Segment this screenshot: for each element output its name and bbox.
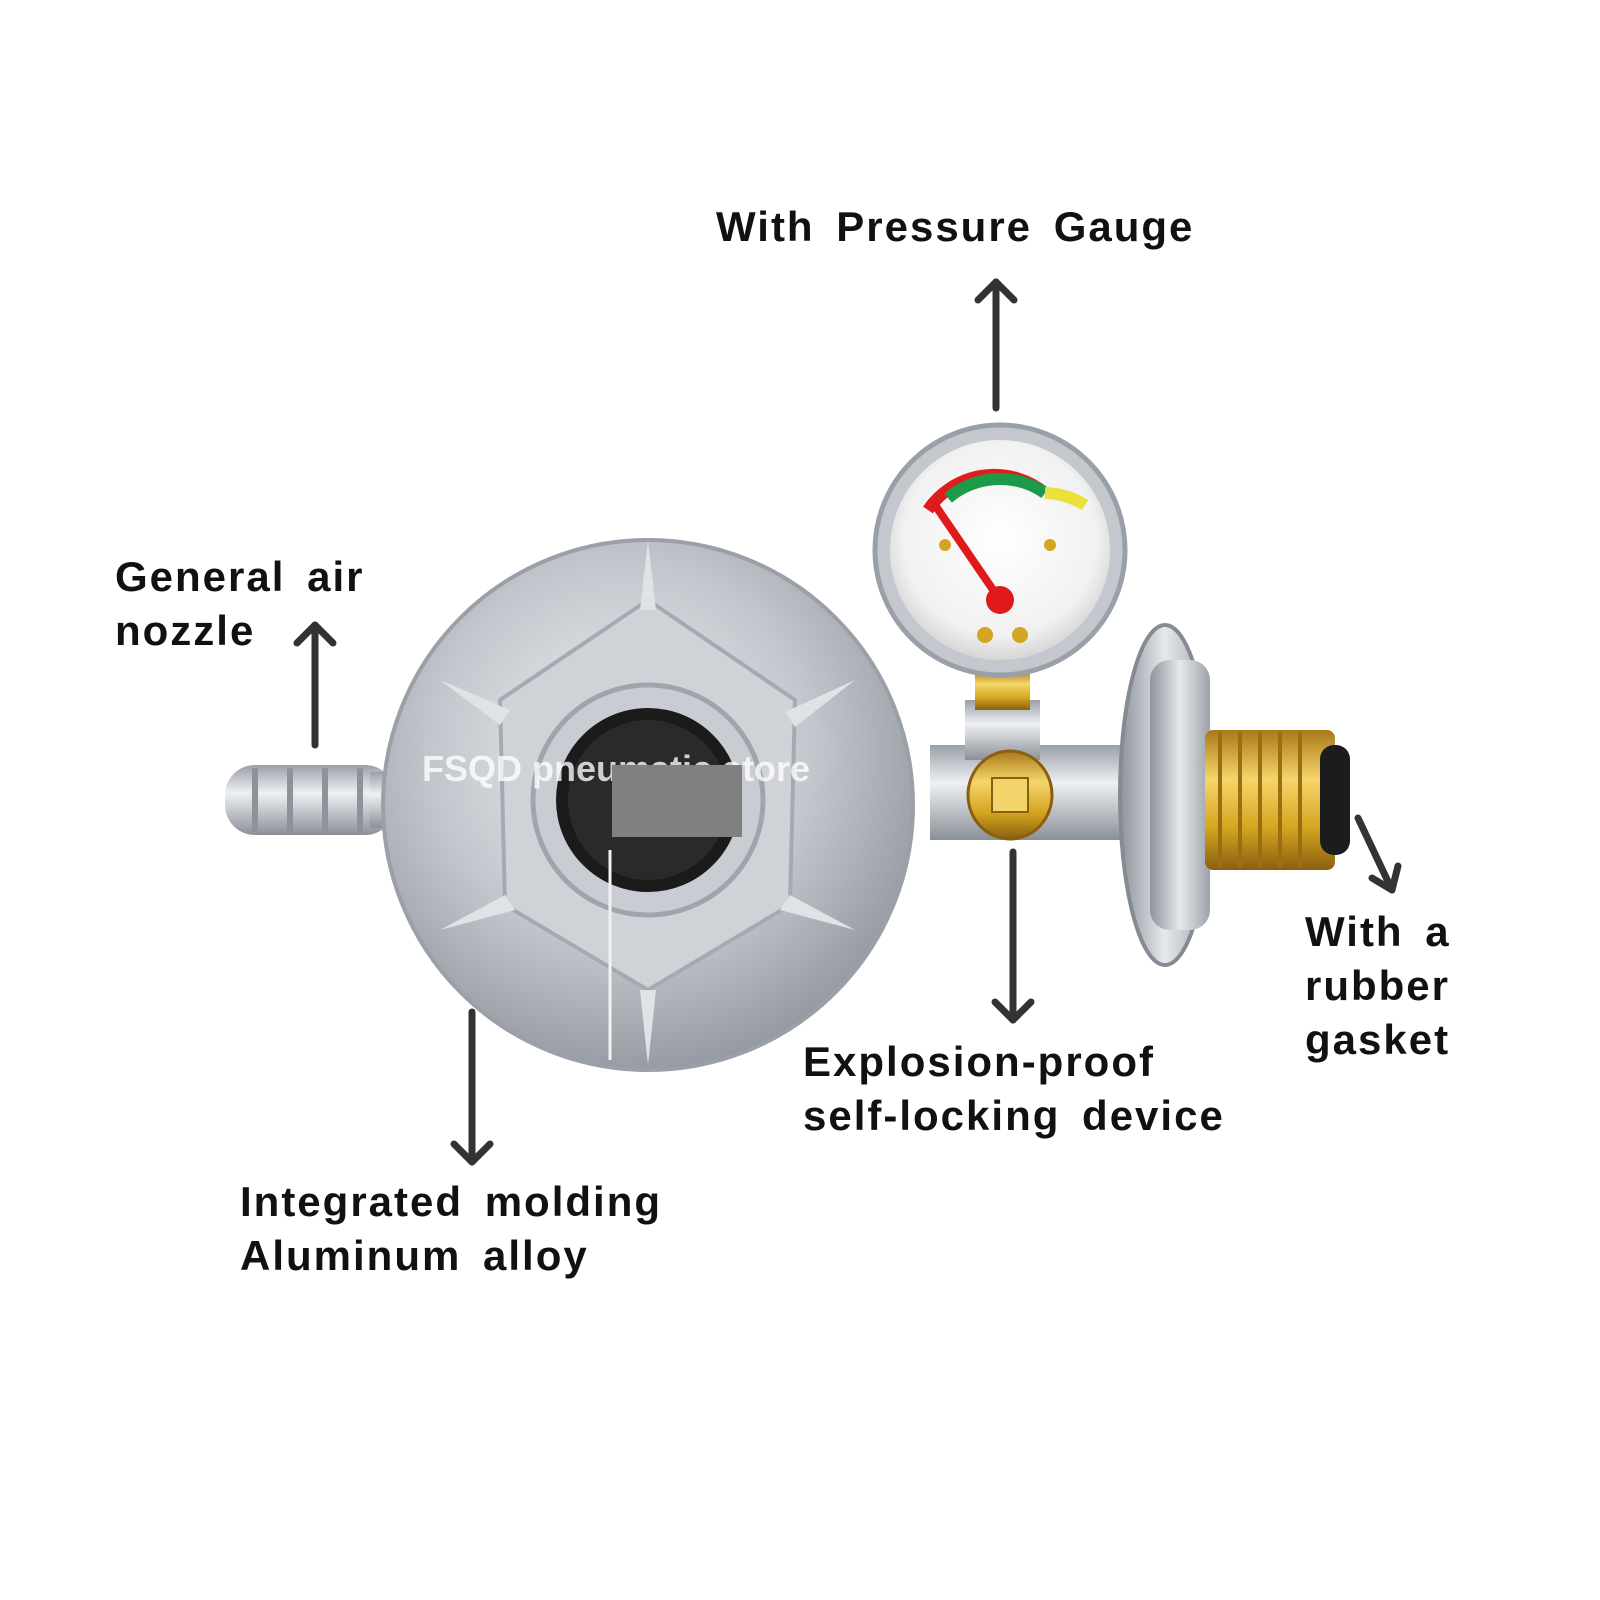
label-line: With a — [1305, 908, 1451, 955]
label-line: Aluminum alloy — [240, 1232, 589, 1279]
pressure-gauge — [872, 422, 1128, 678]
arrow-up-icon — [293, 621, 337, 749]
label-line: rubber — [1305, 962, 1451, 1009]
arrow-diagonal-icon — [1354, 814, 1402, 894]
label-line: nozzle — [115, 607, 256, 654]
label-line: With Pressure Gauge — [716, 203, 1195, 250]
connector-pipe — [930, 670, 1135, 841]
label-explosion-proof: Explosion-proof self-locking device — [803, 1035, 1225, 1143]
redaction-box — [612, 765, 742, 837]
label-line: Integrated molding — [240, 1178, 662, 1225]
arrow-up-icon — [974, 278, 1018, 412]
label-pressure-gauge: With Pressure Gauge — [716, 200, 1194, 254]
hand-wheel — [1118, 623, 1212, 967]
brass-connector — [1205, 730, 1350, 870]
label-line: gasket — [1305, 1016, 1451, 1063]
arrow-down-icon — [450, 1008, 494, 1166]
label-line: self-locking device — [803, 1092, 1225, 1139]
label-rubber-gasket: With a rubber gasket — [1305, 905, 1451, 1067]
label-line: Explosion-proof — [803, 1038, 1155, 1085]
label-line: General air — [115, 553, 365, 600]
arrow-down-icon — [991, 848, 1035, 1024]
label-aluminum-body: Integrated molding Aluminum alloy — [240, 1175, 662, 1283]
label-air-nozzle: General air nozzle — [115, 550, 364, 658]
